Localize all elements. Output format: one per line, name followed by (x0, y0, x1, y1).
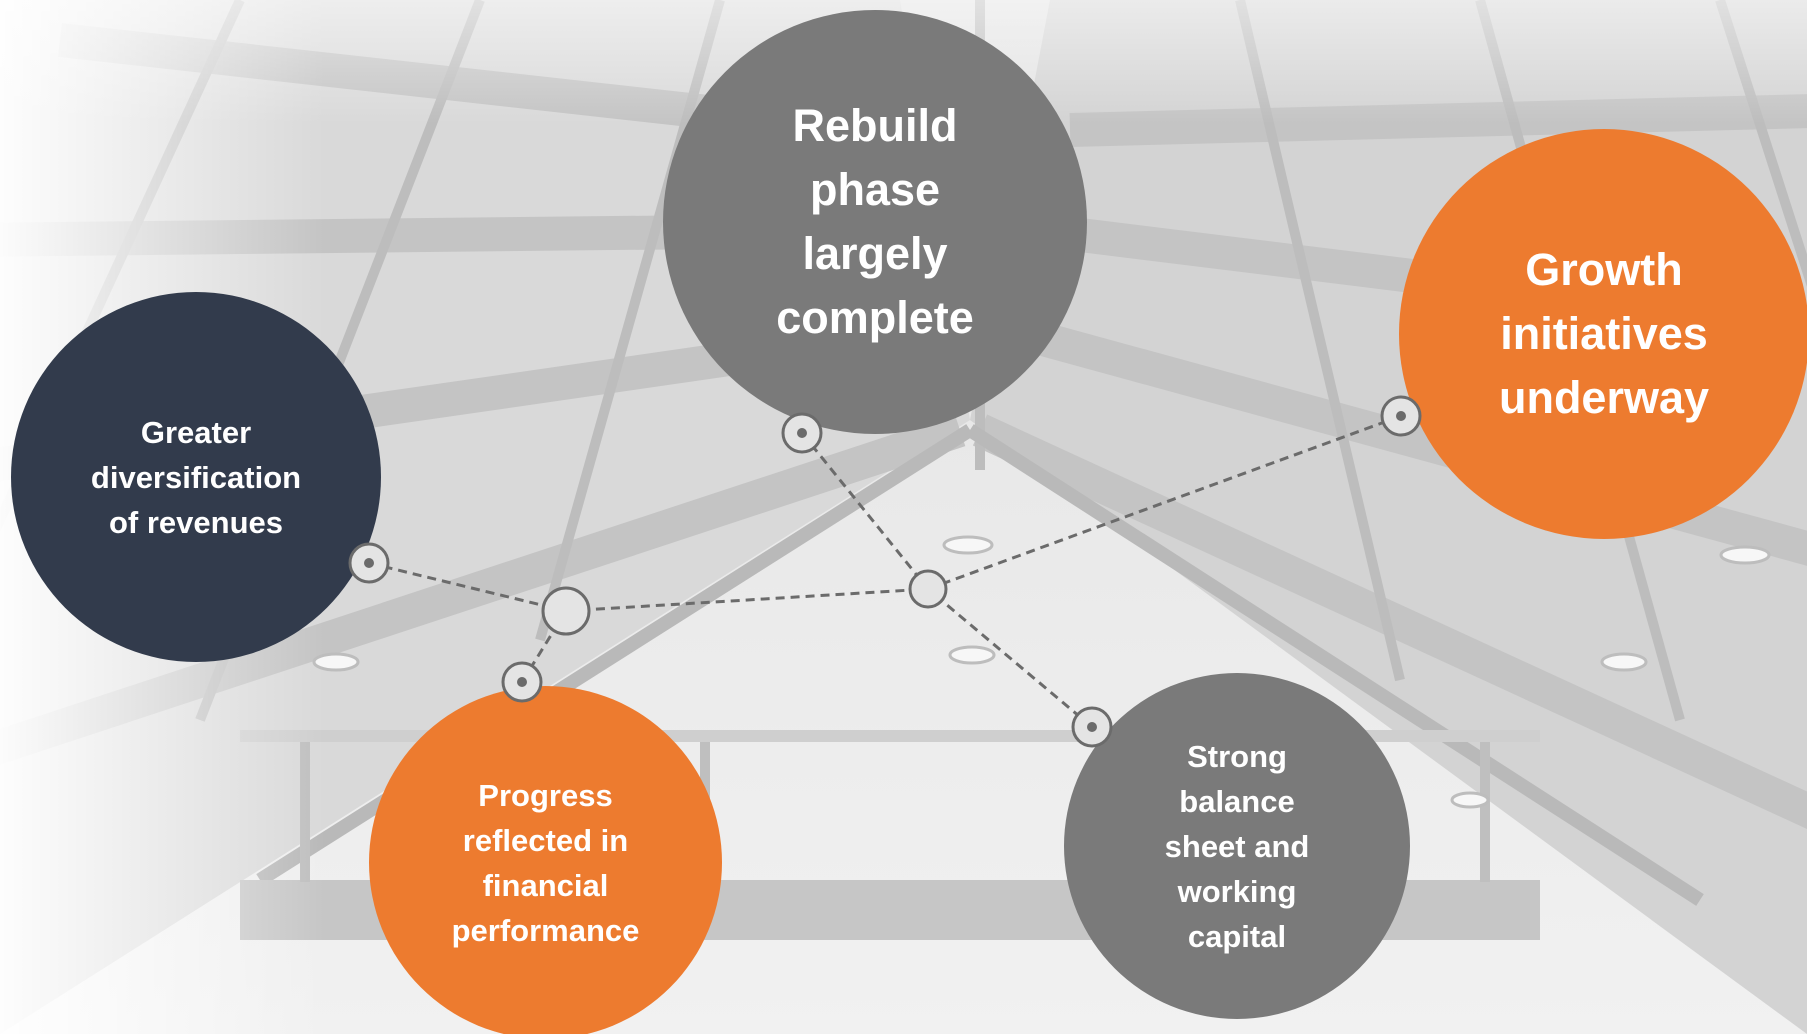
node-progress-label: Progress reflected in financial performa… (451, 777, 640, 948)
node-growth-initiatives: Growth initiatives underway (1399, 129, 1807, 539)
connector-diversify-hub (368, 561, 567, 613)
connector-rebuild-hub (800, 432, 930, 590)
node-rebuild-phase: Rebuild phase largely complete (663, 10, 1087, 434)
node-growth-label: Growth initiatives underway (1498, 244, 1710, 423)
connector-strong-hub (927, 587, 1093, 729)
node-strong-label: Strong balance sheet and working capital (1164, 738, 1310, 954)
node-diversification: Greater diversification of revenues (11, 292, 381, 662)
hub-left-node (541, 586, 591, 636)
connector-growth-hub (927, 414, 1402, 591)
connector-hub-hub (565, 587, 929, 613)
hub-right-node (908, 569, 948, 609)
node-rebuild-label: Rebuild phase largely complete (776, 100, 974, 343)
node-diversify-label: Greater diversification of revenues (90, 414, 302, 540)
node-strong-balance-sheet: Strong balance sheet and working capital (1064, 673, 1410, 1019)
node-progress-financial: Progress reflected in financial performa… (369, 686, 722, 1034)
